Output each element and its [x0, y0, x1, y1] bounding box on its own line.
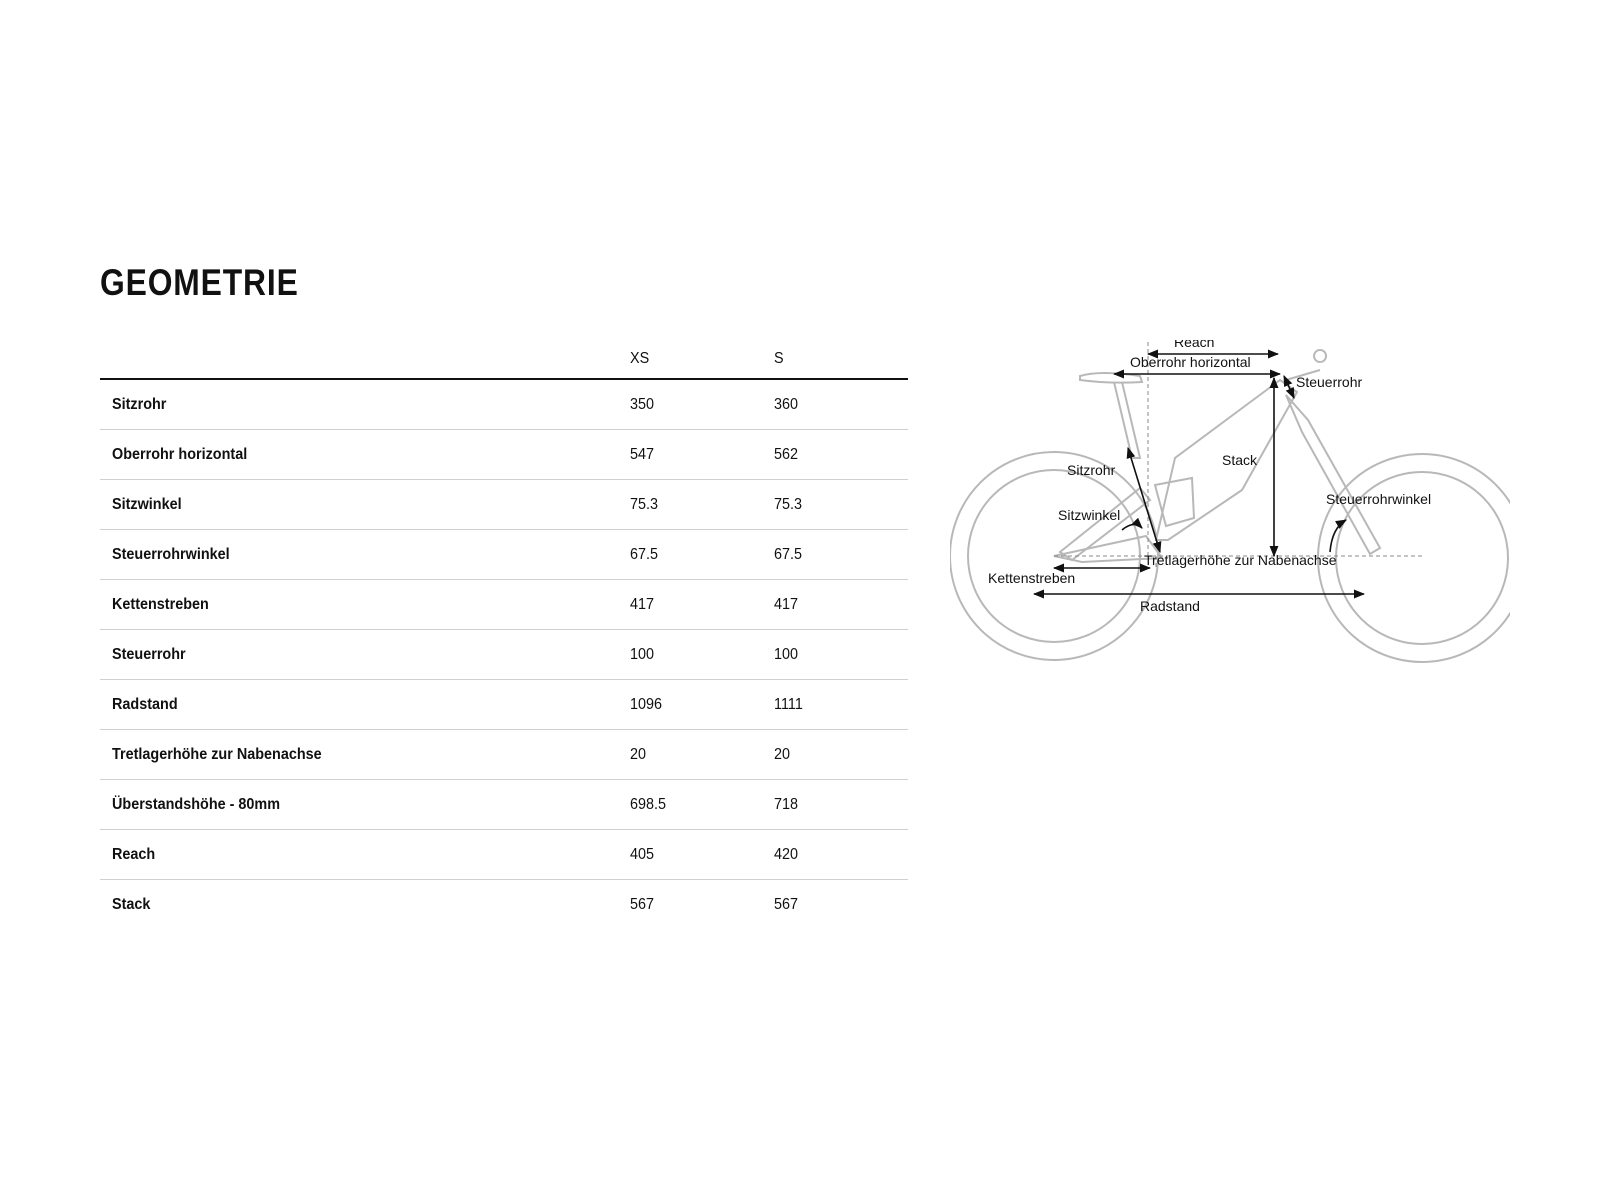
table-row: Stack 567 567	[100, 880, 908, 930]
row-value-xs: 350	[630, 379, 774, 430]
seatpost	[1113, 381, 1142, 459]
row-value-xs: 75.3	[630, 479, 774, 530]
saddle	[1079, 372, 1144, 384]
row-value-s: 67.5	[774, 529, 908, 580]
label-reach: Reach	[1174, 340, 1214, 350]
row-value-xs: 547	[630, 429, 774, 480]
dimension-labels: Reach Oberrohr horizontal Steuerrohr Sit…	[988, 340, 1431, 614]
row-label: Reach	[100, 829, 630, 880]
label-seat-angle: Sitzwinkel	[1058, 507, 1120, 523]
row-value-xs: 1096	[630, 679, 774, 730]
row-value-s: 20	[774, 729, 908, 780]
table-row: Oberrohr horizontal 547 562	[100, 429, 908, 480]
row-label: Radstand	[100, 679, 630, 730]
row-value-s: 420	[774, 829, 908, 880]
table-row: Steuerrohr 100 100	[100, 629, 908, 680]
row-label: Tretlagerhöhe zur Nabenachse	[100, 729, 630, 780]
label-chainstay: Kettenstreben	[988, 570, 1075, 586]
row-label: Sitzwinkel	[100, 479, 630, 530]
front-wheel	[1317, 453, 1510, 663]
row-value-xs: 20	[630, 729, 774, 780]
row-label: Steuerrohr	[100, 629, 630, 680]
fork	[1285, 394, 1382, 556]
label-seat-tube: Sitzrohr	[1067, 462, 1116, 478]
row-value-xs: 405	[630, 829, 774, 880]
bike-geometry-diagram: Reach Oberrohr horizontal Steuerrohr Sit…	[950, 340, 1510, 663]
column-header-s: S	[774, 340, 908, 380]
geometry-table: XS S Sitzrohr 350 360 Oberrohr horizonta…	[100, 340, 908, 929]
frame-front-triangle	[1154, 378, 1299, 541]
front-wheel-rim	[1335, 471, 1509, 645]
row-label: Stack	[112, 895, 151, 913]
label-head-angle: Steuerrohrwinkel	[1326, 491, 1431, 507]
row-value-s: 360	[774, 379, 908, 430]
row-label: Sitzrohr	[100, 379, 630, 430]
row-value-s: 567	[774, 895, 799, 913]
bike-silhouette	[950, 349, 1510, 663]
row-label: Oberrohr horizontal	[100, 429, 630, 480]
row-value-xs: 417	[630, 579, 774, 630]
row-value-s: 718	[774, 779, 908, 830]
table-row: Kettenstreben 417 417	[100, 579, 908, 630]
table-row: Sitzwinkel 75.3 75.3	[100, 479, 908, 530]
table-row: Radstand 1096 1111	[100, 679, 908, 730]
row-value-s: 75.3	[774, 479, 908, 530]
row-value-s: 100	[774, 629, 908, 680]
row-label: Steuerrohrwinkel	[100, 529, 630, 580]
column-header-xs: XS	[630, 340, 774, 380]
row-value-xs: 67.5	[630, 529, 774, 580]
dimension-arrows	[1032, 349, 1366, 599]
table-row: Sitzrohr 350 360	[100, 379, 908, 430]
row-value-xs: 567	[630, 895, 655, 913]
shock	[1153, 476, 1196, 528]
label-head-tube: Steuerrohr	[1296, 374, 1362, 390]
label-wheelbase: Radstand	[1140, 598, 1200, 614]
label-stack: Stack	[1222, 452, 1258, 468]
head-angle-arc	[1329, 519, 1347, 553]
table-row: Überstandshöhe - 80mm 698.5 718	[100, 779, 908, 830]
table-row: Steuerrohrwinkel 67.5 67.5	[100, 529, 908, 580]
table-row: Reach 405 420	[100, 829, 908, 880]
head-tube-arrow	[1283, 374, 1295, 400]
seat-angle-arc	[1121, 517, 1143, 531]
row-value-xs: 100	[630, 629, 774, 680]
page-title: GEOMETRIE	[100, 262, 299, 303]
row-value-s: 562	[774, 429, 908, 480]
label-bb-drop: Tretlagerhöhe zur Nabenachse	[1144, 552, 1337, 568]
table-row: Tretlagerhöhe zur Nabenachse 20 20	[100, 729, 908, 780]
label-top-tube: Oberrohr horizontal	[1130, 354, 1251, 370]
row-value-xs: 698.5	[630, 779, 774, 830]
row-value-s: 1111	[774, 679, 908, 730]
rear-wheel	[950, 451, 1159, 661]
row-value-s: 417	[774, 579, 908, 630]
row-label: Überstandshöhe - 80mm	[100, 779, 630, 830]
seat-tube-arrow	[1126, 446, 1162, 554]
row-label: Kettenstreben	[100, 579, 630, 630]
table-header-row: XS S	[100, 340, 908, 380]
column-header-label	[100, 340, 630, 380]
